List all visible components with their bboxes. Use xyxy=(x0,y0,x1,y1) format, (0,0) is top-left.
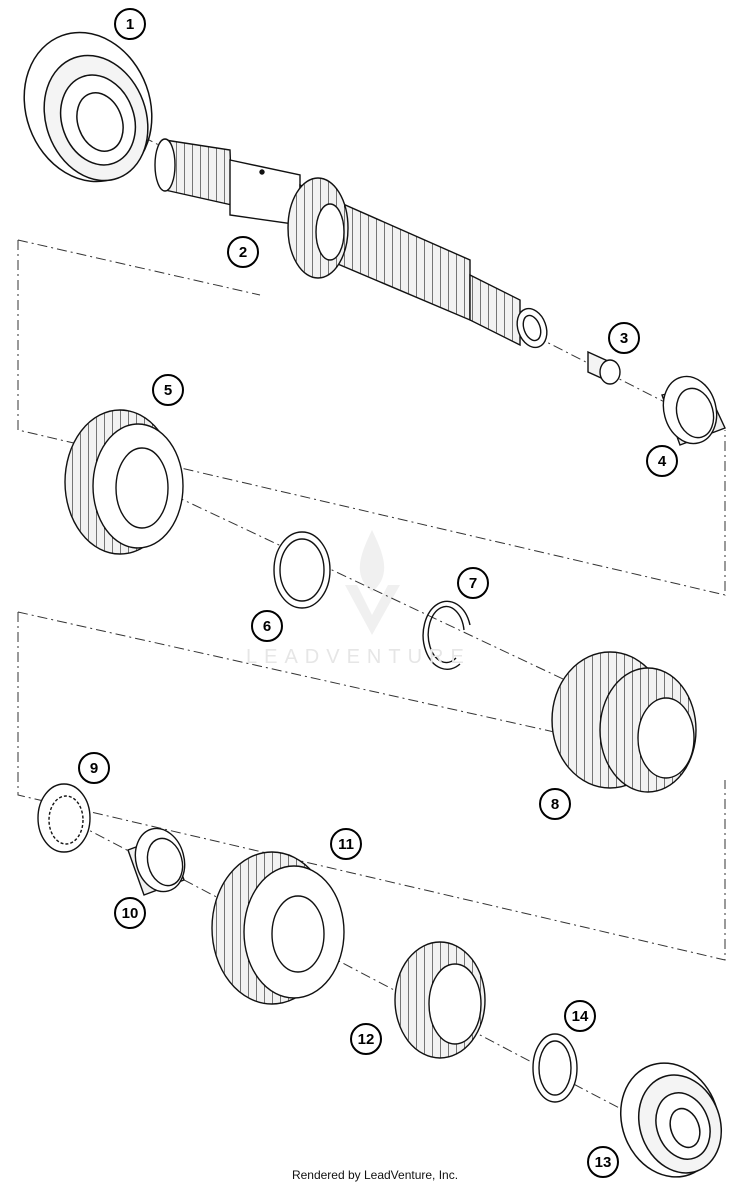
svg-text:5: 5 xyxy=(164,382,172,399)
part-8-double-gear xyxy=(551,651,697,793)
svg-text:14: 14 xyxy=(572,1008,589,1025)
watermark-logo xyxy=(345,530,400,635)
footer-credit: Rendered by LeadVenture, Inc. xyxy=(291,1168,459,1182)
part-10-bushing xyxy=(127,827,186,896)
svg-text:8: 8 xyxy=(551,796,559,813)
svg-text:9: 9 xyxy=(90,760,98,777)
svg-text:12: 12 xyxy=(358,1031,375,1048)
part-1-ball-bearing xyxy=(23,31,153,183)
callout-13: 13 xyxy=(587,1146,619,1178)
assembly-outline xyxy=(17,239,726,961)
callout-12: 12 xyxy=(350,1023,382,1055)
callout-2: 2 xyxy=(227,236,259,268)
svg-text:13: 13 xyxy=(595,1154,612,1171)
svg-text:10: 10 xyxy=(122,905,139,922)
callout-10: 10 xyxy=(114,897,146,929)
callout-7: 7 xyxy=(457,567,489,599)
part-7-circlip xyxy=(422,600,471,670)
svg-text:2: 2 xyxy=(239,244,247,261)
callout-14: 14 xyxy=(564,1000,596,1032)
part-14-washer xyxy=(532,1033,578,1103)
part-2-shaft-gear xyxy=(287,177,349,279)
part-6-washer xyxy=(273,531,331,609)
callout-3: 3 xyxy=(608,322,640,354)
svg-text:7: 7 xyxy=(469,575,477,592)
part-3-needle-bushing xyxy=(587,350,621,385)
watermark-text: LEADVENTURE xyxy=(246,646,471,668)
part-9-toothed-washer xyxy=(37,783,91,853)
part-5-gear xyxy=(64,409,184,555)
svg-text:6: 6 xyxy=(263,618,271,635)
svg-text:4: 4 xyxy=(658,453,667,470)
callout-9: 9 xyxy=(78,752,110,784)
callout-4: 4 xyxy=(646,445,678,477)
callout-6: 6 xyxy=(251,610,283,642)
part-12-gear xyxy=(394,941,486,1059)
part-11-large-gear xyxy=(211,851,345,1005)
part-2-main-shaft xyxy=(154,138,548,349)
svg-text:1: 1 xyxy=(126,16,134,33)
callout-11: 11 xyxy=(330,828,362,860)
part-4-sleeve xyxy=(661,375,726,446)
callout-8: 8 xyxy=(539,788,571,820)
svg-text:11: 11 xyxy=(338,836,354,853)
callout-5: 5 xyxy=(152,374,184,406)
callout-1: 1 xyxy=(114,8,146,40)
svg-text:3: 3 xyxy=(620,330,628,347)
part-13-ball-bearing xyxy=(619,1062,723,1178)
